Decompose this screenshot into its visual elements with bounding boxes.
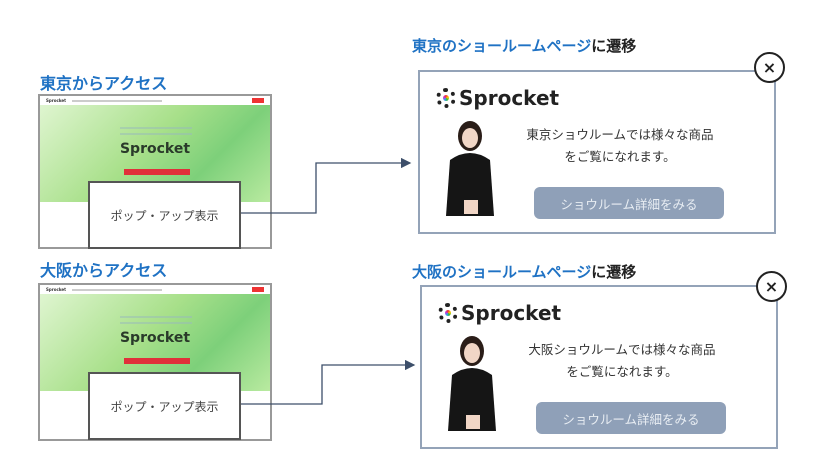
title-suffix: に遷移 [591,263,637,281]
message-line: 東京ショウルームでは様々な商品 [526,127,714,142]
message-line: をご覧になれます。 [566,364,678,379]
title-highlight: 東京のショールームページ [412,37,592,55]
site-cta [124,169,190,175]
osaka-showroom-popup: Sprocket 大阪ショウルームでは様々な商品をご覧になれます。 ショウルーム… [420,285,778,449]
message-line: をご覧になれます。 [564,149,676,164]
sprocket-logo: Sprocket [436,86,559,110]
staff-woman-image [448,336,496,431]
showroom-details-button[interactable]: ショウルーム詳細をみる [536,402,726,434]
logo-text: Sprocket [461,301,562,325]
osaka-popup-box: ポップ・アップ表示 [88,372,241,440]
title-highlight: 大阪のショールームページ [412,263,592,281]
popup-label: ポップ・アップ表示 [110,208,219,223]
logo-text: Sprocket [459,86,560,110]
tokyo-result-title: 東京のショールームページに遷移 [412,35,636,56]
tokyo-showroom-popup: Sprocket 東京ショウルームでは様々な商品をご覧になれます。 ショウルーム… [418,70,776,234]
popup-message: 東京ショウルームでは様々な商品をご覧になれます。 [520,124,720,168]
site-logo: Sprocket [46,98,67,103]
message-line: 大阪ショウルームでは様々な商品 [528,342,716,357]
staff-woman-image [446,121,494,216]
popup-message: 大阪ショウルームでは様々な商品をご覧になれます。 [522,339,722,383]
tokyo-popup-box: ポップ・アップ表示 [88,181,241,249]
close-icon[interactable]: × [754,52,785,83]
osaka-result-title: 大阪のショールームページに遷移 [412,261,636,282]
close-icon[interactable]: × [756,271,787,302]
popup-label: ポップ・アップ表示 [110,399,219,414]
osaka-site-thumbnail: Sprocket Sprocket [38,283,272,441]
site-cta [124,358,190,364]
site-logo: Sprocket [46,287,67,292]
site-brand: Sprocket [119,141,191,157]
site-header: Sprocket [40,285,270,294]
site-header: Sprocket [40,96,270,105]
osaka-arrow [241,359,416,405]
gear-icon [436,88,456,108]
title-suffix: に遷移 [591,37,637,55]
sprocket-logo: Sprocket [438,301,561,325]
tokyo-arrow [241,157,412,214]
osaka-access-label: 大阪からアクセス [40,261,168,280]
showroom-details-button[interactable]: ショウルーム詳細をみる [534,187,724,219]
gear-icon [438,303,458,323]
site-brand: Sprocket [119,330,191,346]
tokyo-access-label: 東京からアクセス [40,74,168,93]
